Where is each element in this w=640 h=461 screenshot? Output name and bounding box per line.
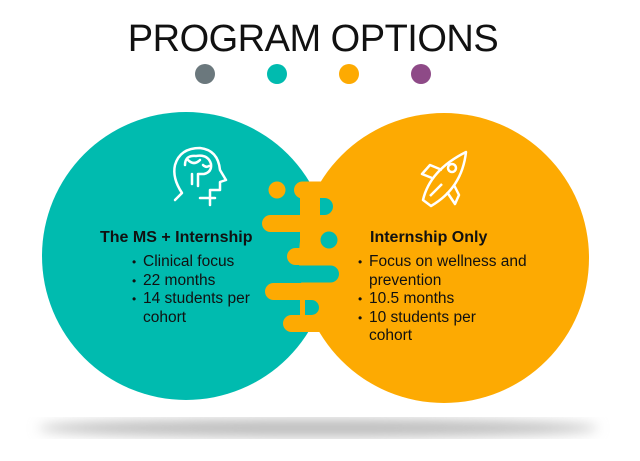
brain-head-icon [173,146,228,207]
purple-dot [411,64,431,84]
bullet: 10.5 months [358,290,528,309]
orange-dot [339,64,359,84]
rocket-icon [420,150,468,208]
teal-dot [267,64,287,84]
bullet: Focus on wellness and prevention [358,253,528,290]
orange-stripes [262,181,357,332]
page-title: PROGRAM OPTIONS [127,18,499,60]
option-heading: Internship Only [370,229,488,246]
bullet: Clinical focus [132,253,252,272]
option-heading: The MS + Internship [100,229,253,246]
shadow [38,419,598,437]
bullet: 14 students per cohort [132,290,252,327]
bullet: 22 months [132,272,252,291]
option-internship-only: Internship Only Focus on wellness and pr… [358,229,528,346]
gray-dot [195,64,215,84]
option-ms-internship: The MS + Internship Clinical focus 22 mo… [100,229,252,327]
bullet: 10 students per cohort [358,309,509,346]
